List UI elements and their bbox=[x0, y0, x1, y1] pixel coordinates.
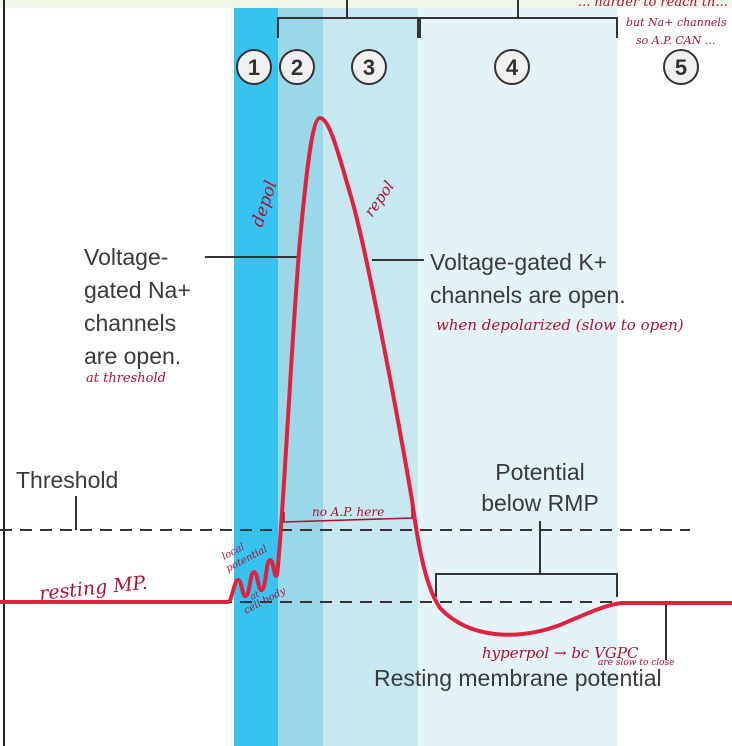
resting-potential-label: Resting membrane potential bbox=[374, 665, 662, 691]
below-rmp-label: Potential below RMP bbox=[481, 459, 599, 516]
slow-to-close-note: are slow to close bbox=[598, 658, 675, 668]
svg-text:4: 4 bbox=[506, 55, 519, 80]
svg-text:are open.: are open. bbox=[84, 343, 181, 369]
top-strip bbox=[0, 0, 732, 8]
resting-mp-note: resting MP. bbox=[38, 572, 148, 605]
phase-band-3 bbox=[323, 8, 418, 746]
svg-text:channels: channels bbox=[84, 310, 176, 336]
svg-text:Potential: Potential bbox=[495, 459, 585, 485]
svg-text:5: 5 bbox=[675, 55, 687, 80]
svg-text:... harder to reach th...: ... harder to reach th... bbox=[578, 0, 728, 10]
svg-text:below RMP: below RMP bbox=[481, 490, 599, 516]
svg-text:but Na+ channels: but Na+ channels bbox=[626, 16, 727, 29]
na-channels-label: Voltage- gated Na+ channels are open. bbox=[84, 244, 191, 369]
hyperpol-note: hyperpol → bc VGPC bbox=[482, 644, 639, 662]
leader-lines bbox=[75, 256, 667, 660]
svg-text:2: 2 bbox=[291, 55, 303, 80]
top-brackets bbox=[277, 0, 618, 38]
no-ap-note: no A.P. here bbox=[312, 505, 384, 519]
svg-text:Voltage-gated K+: Voltage-gated K+ bbox=[430, 249, 607, 275]
phase-band-4 bbox=[418, 8, 618, 746]
k-channels-label: Voltage-gated K+ channels are open. bbox=[430, 249, 626, 308]
phase-number-2: 2 bbox=[279, 49, 315, 85]
at-threshold-note: at threshold bbox=[86, 371, 166, 386]
threshold-label: Threshold bbox=[16, 467, 118, 493]
phase-band-1 bbox=[234, 8, 278, 746]
phase-number-1: 1 bbox=[236, 49, 272, 85]
phase-number-4: 4 bbox=[494, 49, 530, 85]
svg-text:so A.P. CAN ...: so A.P. CAN ... bbox=[636, 34, 715, 47]
action-potential-curve bbox=[0, 116, 732, 637]
svg-text:gated Na+: gated Na+ bbox=[84, 277, 191, 303]
phase-number-5: 5 bbox=[663, 49, 699, 85]
phase-band-2 bbox=[278, 8, 323, 746]
top-note: ... harder to reach th... but Na+ channe… bbox=[578, 0, 728, 47]
phase-number-3: 3 bbox=[351, 49, 387, 85]
when-depolarized-note: when depolarized (slow to open) bbox=[436, 316, 684, 334]
svg-text:1: 1 bbox=[248, 55, 260, 80]
svg-text:Voltage-: Voltage- bbox=[84, 244, 168, 270]
svg-text:3: 3 bbox=[363, 55, 375, 80]
svg-text:channels are open.: channels are open. bbox=[430, 282, 626, 308]
no-ap-bracket bbox=[283, 508, 413, 523]
